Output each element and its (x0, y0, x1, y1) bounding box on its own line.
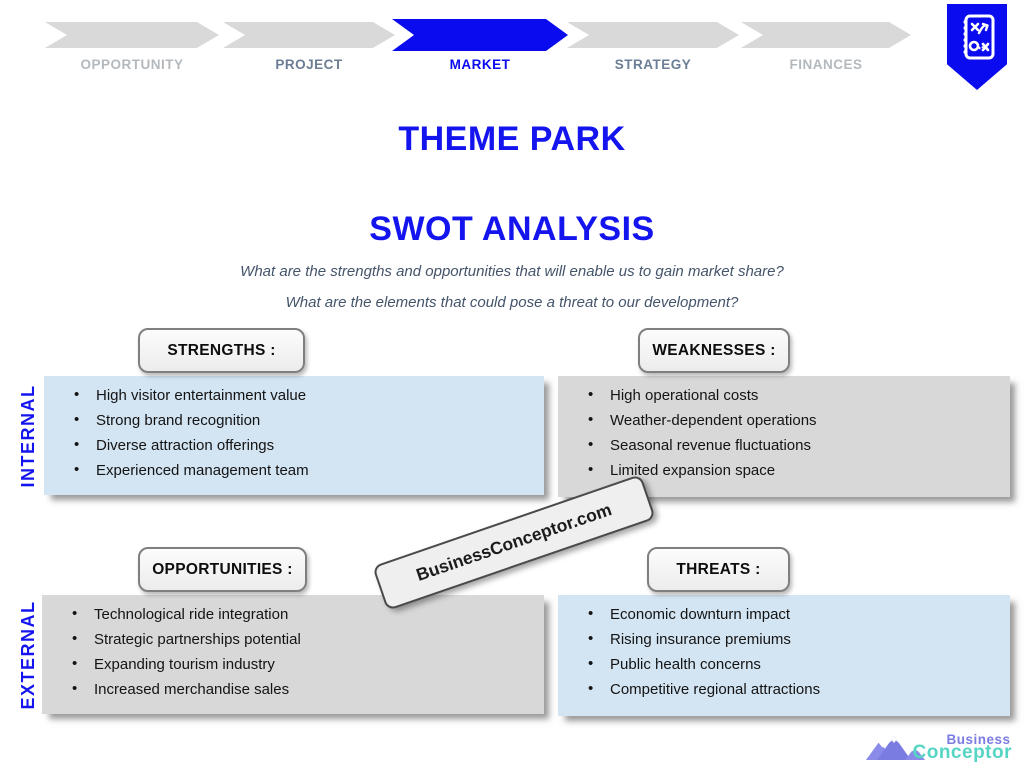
mountains-icon (865, 736, 925, 760)
list-item: Strong brand recognition (74, 411, 536, 429)
opportunities-list: Technological ride integration Strategic… (42, 595, 544, 698)
weaknesses-list: High operational costs Weather-dependent… (558, 376, 1010, 479)
nav-label-finances[interactable]: FINANCES (789, 57, 863, 72)
list-item: Rising insurance premiums (588, 630, 1002, 648)
nav-step-market-active[interactable] (392, 19, 568, 51)
nav-step-opportunity[interactable] (45, 22, 219, 48)
threats-panel: Economic downturn impact Rising insuranc… (558, 595, 1010, 716)
strengths-panel: High visitor entertainment value Strong … (44, 376, 544, 495)
weaknesses-header: WEAKNESSES : (638, 328, 790, 373)
list-item: Diverse attraction offerings (74, 436, 536, 454)
opportunities-panel: Technological ride integration Strategic… (42, 595, 544, 714)
nav-step-project[interactable] (223, 22, 395, 48)
threats-header: THREATS : (647, 547, 790, 592)
list-item: Public health concerns (588, 655, 1002, 673)
businessconceptor-logo: Business Conceptor (865, 730, 1013, 762)
list-item: Increased merchandise sales (72, 680, 536, 698)
list-item: High operational costs (588, 386, 1002, 404)
nav-label-project[interactable]: PROJECT (275, 57, 343, 72)
nav-label-strategy[interactable]: STRATEGY (614, 57, 692, 72)
list-item: Economic downturn impact (588, 605, 1002, 623)
slide-title: THEME PARK (398, 120, 626, 158)
logo-word-business: Business (946, 731, 1011, 747)
logo-word-conceptor: Conceptor (912, 742, 1012, 763)
strengths-list: High visitor entertainment value Strong … (44, 376, 544, 479)
nav-step-strategy[interactable] (567, 22, 739, 48)
internal-row-label: INTERNAL (18, 384, 38, 488)
slide-subtitle: SWOT ANALYSIS (369, 210, 655, 248)
logo-wordmark: Business Conceptor (912, 731, 1013, 763)
nav-label-market[interactable]: MARKET (449, 57, 511, 72)
nav-step-finances[interactable] (741, 22, 911, 48)
list-item: High visitor entertainment value (74, 386, 536, 404)
list-item: Expanding tourism industry (72, 655, 536, 673)
strategy-notebook-icon (963, 14, 995, 60)
threats-list: Economic downturn impact Rising insuranc… (558, 595, 1010, 698)
list-item: Competitive regional attractions (588, 680, 1002, 698)
external-row-label: EXTERNAL (18, 600, 38, 710)
list-item: Weather-dependent operations (588, 411, 1002, 429)
list-item: Limited expansion space (588, 461, 1002, 479)
opportunities-header: OPPORTUNITIES : (138, 547, 307, 592)
list-item: Strategic partnerships potential (72, 630, 536, 648)
list-item: Technological ride integration (72, 605, 536, 623)
question-line-2: What are the elements that could pose a … (285, 294, 739, 311)
question-line-1: What are the strengths and opportunities… (240, 263, 784, 280)
list-item: Seasonal revenue fluctuations (588, 436, 1002, 454)
nav-label-opportunity[interactable]: OPPORTUNITY (80, 57, 184, 72)
list-item: Experienced management team (74, 461, 536, 479)
bookmark-ribbon (947, 4, 1007, 90)
strengths-header: STRENGTHS : (138, 328, 305, 373)
